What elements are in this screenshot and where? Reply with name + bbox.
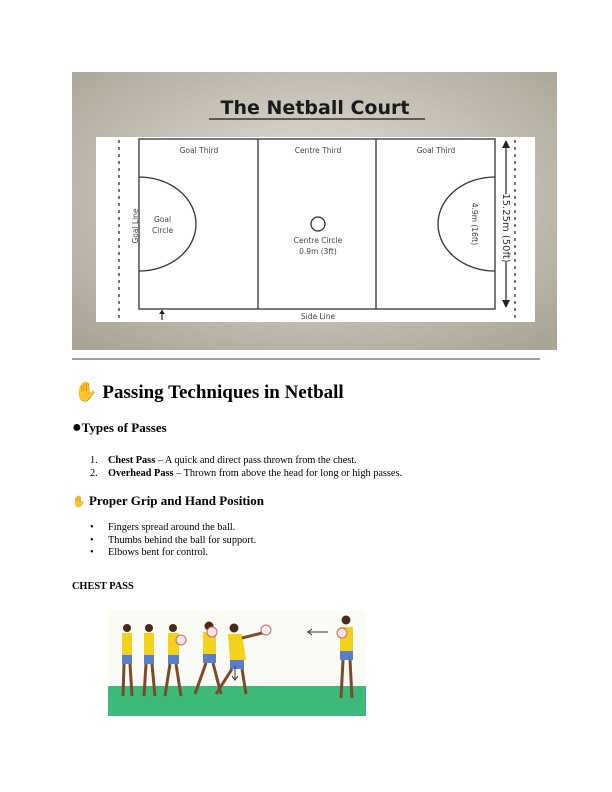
goal-circle-right xyxy=(437,176,496,272)
goal-third-left-label: Goal Third xyxy=(180,146,219,155)
types-heading-text: Types of Passes xyxy=(81,420,167,435)
goal-circle-label: Goal xyxy=(154,215,171,224)
goal-circle-radius-label: 4.9m (16ft) xyxy=(470,203,479,246)
goal-circle-label: Circle xyxy=(152,226,173,235)
list-item: •Elbows bent for control. xyxy=(90,547,209,558)
side-line-label: Side Line xyxy=(301,312,336,321)
horizontal-rule xyxy=(72,358,540,360)
chest-pass-illustration xyxy=(108,610,366,716)
pass-types-list: 1.Chest Pass – A quick and direct pass t… xyxy=(90,455,402,480)
hand-icon: ✋ xyxy=(74,382,98,403)
list-item: •Thumbs behind the ball for support. xyxy=(90,534,257,546)
player-figures xyxy=(121,615,354,699)
centre-circle xyxy=(310,216,326,232)
grip-heading-text: Proper Grip and Hand Position xyxy=(88,493,265,508)
court-width-label: 15.25m (50ft) xyxy=(500,193,511,262)
grip-list: •Fingers spread around the ball. •Thumbs… xyxy=(90,522,256,560)
court-outline xyxy=(138,138,496,310)
court-title: The Netball Court xyxy=(221,97,410,119)
heading-text: Passing Techniques in Netball xyxy=(102,382,344,403)
black-circle-icon: ● xyxy=(72,419,82,436)
list-item: 2.Overhead Pass – Thrown from above the … xyxy=(90,467,403,479)
centre-circle-size-label: 0.9m (3ft) xyxy=(299,247,337,256)
goal-line-label: Goal Line xyxy=(131,208,140,243)
centre-circle-label: Centre Circle xyxy=(294,236,343,245)
goal-circle-left xyxy=(138,176,197,272)
grip-heading: ✋ Proper Grip and Hand Position xyxy=(72,493,264,509)
list-item: 1.Chest Pass – A quick and direct pass t… xyxy=(90,455,357,466)
goal-third-right-label: Goal Third xyxy=(417,146,456,155)
page-heading: ✋ Passing Techniques in Netball xyxy=(74,380,344,404)
centre-third-label: Centre Third xyxy=(295,146,342,155)
types-heading: ●Types of Passes xyxy=(72,419,167,437)
list-item: •Fingers spread around the ball. xyxy=(90,522,236,533)
netball-court-image: The Netball Court Goal Third Centre Thir… xyxy=(72,72,557,350)
hand-icon: ✋ xyxy=(72,496,86,508)
chest-pass-label: CHEST PASS xyxy=(72,581,134,592)
